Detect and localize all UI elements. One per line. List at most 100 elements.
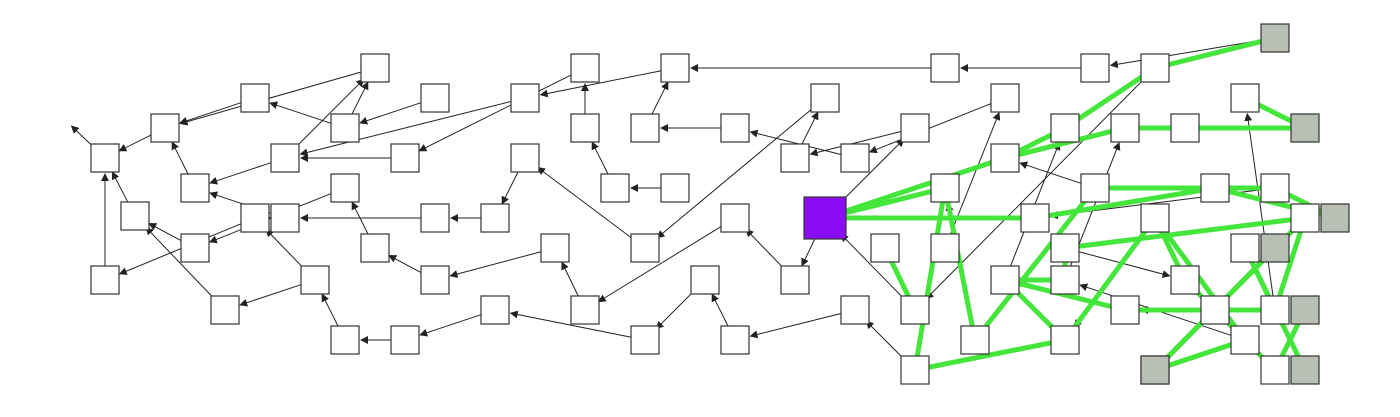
graph-node-n52 bbox=[930, 173, 960, 203]
path-edge-n64-n56 bbox=[1062, 65, 1158, 131]
source-node-s4 bbox=[1260, 233, 1290, 263]
edge-n10-n2 bbox=[179, 71, 362, 126]
edge-n5-n2 bbox=[179, 101, 242, 125]
edge-n51-n46 bbox=[749, 312, 842, 339]
graph-node-n66 bbox=[1170, 113, 1200, 143]
graph-node-n60 bbox=[1080, 173, 1110, 203]
graph-node-n68 bbox=[1200, 173, 1230, 203]
edge-n46-n42 bbox=[711, 293, 730, 328]
path-edge-n61-n55 bbox=[912, 337, 1068, 373]
edge-n8-n3 bbox=[145, 226, 216, 301]
graph-node-n16 bbox=[420, 83, 450, 113]
path-edge-n57-n52 bbox=[942, 185, 978, 343]
graph-node-n75 bbox=[1260, 355, 1290, 385]
edge-n44-n38 bbox=[749, 129, 842, 156]
graph-node-n47 bbox=[900, 113, 930, 143]
graph-node-n70 bbox=[1260, 173, 1290, 203]
edge-n18-n13 bbox=[351, 201, 370, 236]
edge-n36-n30 bbox=[509, 310, 632, 338]
graph-node-n11 bbox=[330, 113, 360, 143]
graph-node-n14 bbox=[270, 203, 300, 233]
graph-node-n64 bbox=[1140, 53, 1170, 83]
graph-node-n36 bbox=[630, 325, 660, 355]
graph-node-n24 bbox=[480, 203, 510, 233]
graph-node-n28 bbox=[510, 143, 540, 173]
graph-node-n33 bbox=[600, 173, 630, 203]
graph-node-n21 bbox=[510, 83, 540, 113]
graph-node-n74 bbox=[1200, 295, 1230, 325]
path-edge-n73-n72 bbox=[1152, 337, 1248, 373]
graph-node-n4 bbox=[90, 265, 120, 295]
graph-node-n31 bbox=[930, 53, 960, 83]
source-node-s7 bbox=[1140, 355, 1170, 385]
graph-node-n54 bbox=[990, 143, 1020, 173]
edge-n43-n40 bbox=[800, 111, 819, 146]
edge-n2-n1 bbox=[118, 133, 153, 152]
edge-n15-n9 bbox=[265, 228, 306, 271]
graph-node-n72 bbox=[1230, 325, 1260, 355]
edge-n6-n2 bbox=[171, 141, 190, 176]
edge-n22-n17 bbox=[418, 73, 573, 152]
graph-node-n34 bbox=[630, 233, 660, 263]
edge-n53-target bbox=[840, 233, 906, 301]
graph-node-n17 bbox=[390, 143, 420, 173]
graph-node-n37 bbox=[1080, 53, 1110, 83]
graph-node-n7 bbox=[180, 233, 210, 263]
graph-node-n20 bbox=[330, 325, 360, 355]
graph-node-n59 bbox=[1020, 203, 1050, 233]
edge-n50-n48 bbox=[949, 111, 1001, 236]
edge-n32-n26 bbox=[650, 81, 669, 116]
graph-node-n49 bbox=[870, 233, 900, 263]
graph-node-n18 bbox=[360, 233, 390, 263]
graph-node-n62 bbox=[990, 265, 1020, 295]
path-edge-n72-n67 bbox=[1152, 215, 1248, 343]
graph-node-n56 bbox=[1050, 113, 1080, 143]
edge-n40-n34 bbox=[656, 106, 815, 239]
graph-node-n78 bbox=[1050, 233, 1080, 263]
graph-node-n9 bbox=[240, 203, 270, 233]
source-node-s5 bbox=[1290, 295, 1320, 325]
path-edge-n79-n76 bbox=[1272, 215, 1308, 313]
graph-node-n45 bbox=[780, 265, 810, 295]
graph-node-n30 bbox=[480, 295, 510, 325]
graph-node-n38 bbox=[720, 113, 750, 143]
edge-n76-n69 bbox=[1244, 112, 1274, 297]
graph-node-n25 bbox=[390, 325, 420, 355]
graph-node-n3 bbox=[120, 201, 150, 231]
graph-node-n71 bbox=[1170, 265, 1200, 295]
edge-n35-n29 bbox=[561, 261, 580, 298]
path-edge-n55-n52 bbox=[912, 185, 948, 373]
source-node-s3 bbox=[1320, 203, 1350, 233]
edge-n11-n5 bbox=[269, 101, 332, 125]
graph-node-n76 bbox=[1260, 295, 1290, 325]
edge-n20-n15 bbox=[321, 293, 340, 328]
graph-node-n22 bbox=[570, 53, 600, 83]
target-node bbox=[803, 196, 847, 240]
graph-node-n69 bbox=[1230, 83, 1260, 113]
graph-node-n32 bbox=[630, 113, 660, 143]
graph-node-n6 bbox=[180, 173, 210, 203]
path-edge-n65-n62 bbox=[1002, 277, 1128, 313]
graph-node-n53 bbox=[900, 295, 930, 325]
edge-n26-n21 bbox=[539, 70, 662, 98]
edge-n29-n23 bbox=[449, 251, 542, 278]
edge-n11-n10 bbox=[350, 81, 369, 116]
graph-node-n19 bbox=[420, 203, 450, 233]
graph-node-n58 bbox=[1110, 113, 1140, 143]
graph-node-n42 bbox=[690, 265, 720, 295]
graph-node-n51 bbox=[840, 295, 870, 325]
path-edge-s1-n64 bbox=[1152, 35, 1278, 71]
graph-node-n79 bbox=[1290, 203, 1320, 233]
edge-n55-n51 bbox=[865, 320, 906, 361]
path-edge-n58-n54 bbox=[1002, 125, 1128, 161]
graph-node-n41 bbox=[720, 203, 750, 233]
graph-node-n1 bbox=[90, 143, 120, 173]
graph-node-n63 bbox=[1050, 265, 1080, 295]
edge-n7-n3 bbox=[148, 223, 183, 242]
graph-node-n29 bbox=[540, 233, 570, 263]
edge-target-n47 bbox=[839, 138, 905, 204]
graph-node-n35 bbox=[570, 295, 600, 325]
path-edge-n79-n78 bbox=[1062, 215, 1308, 251]
edge-n30-n25 bbox=[419, 313, 482, 337]
